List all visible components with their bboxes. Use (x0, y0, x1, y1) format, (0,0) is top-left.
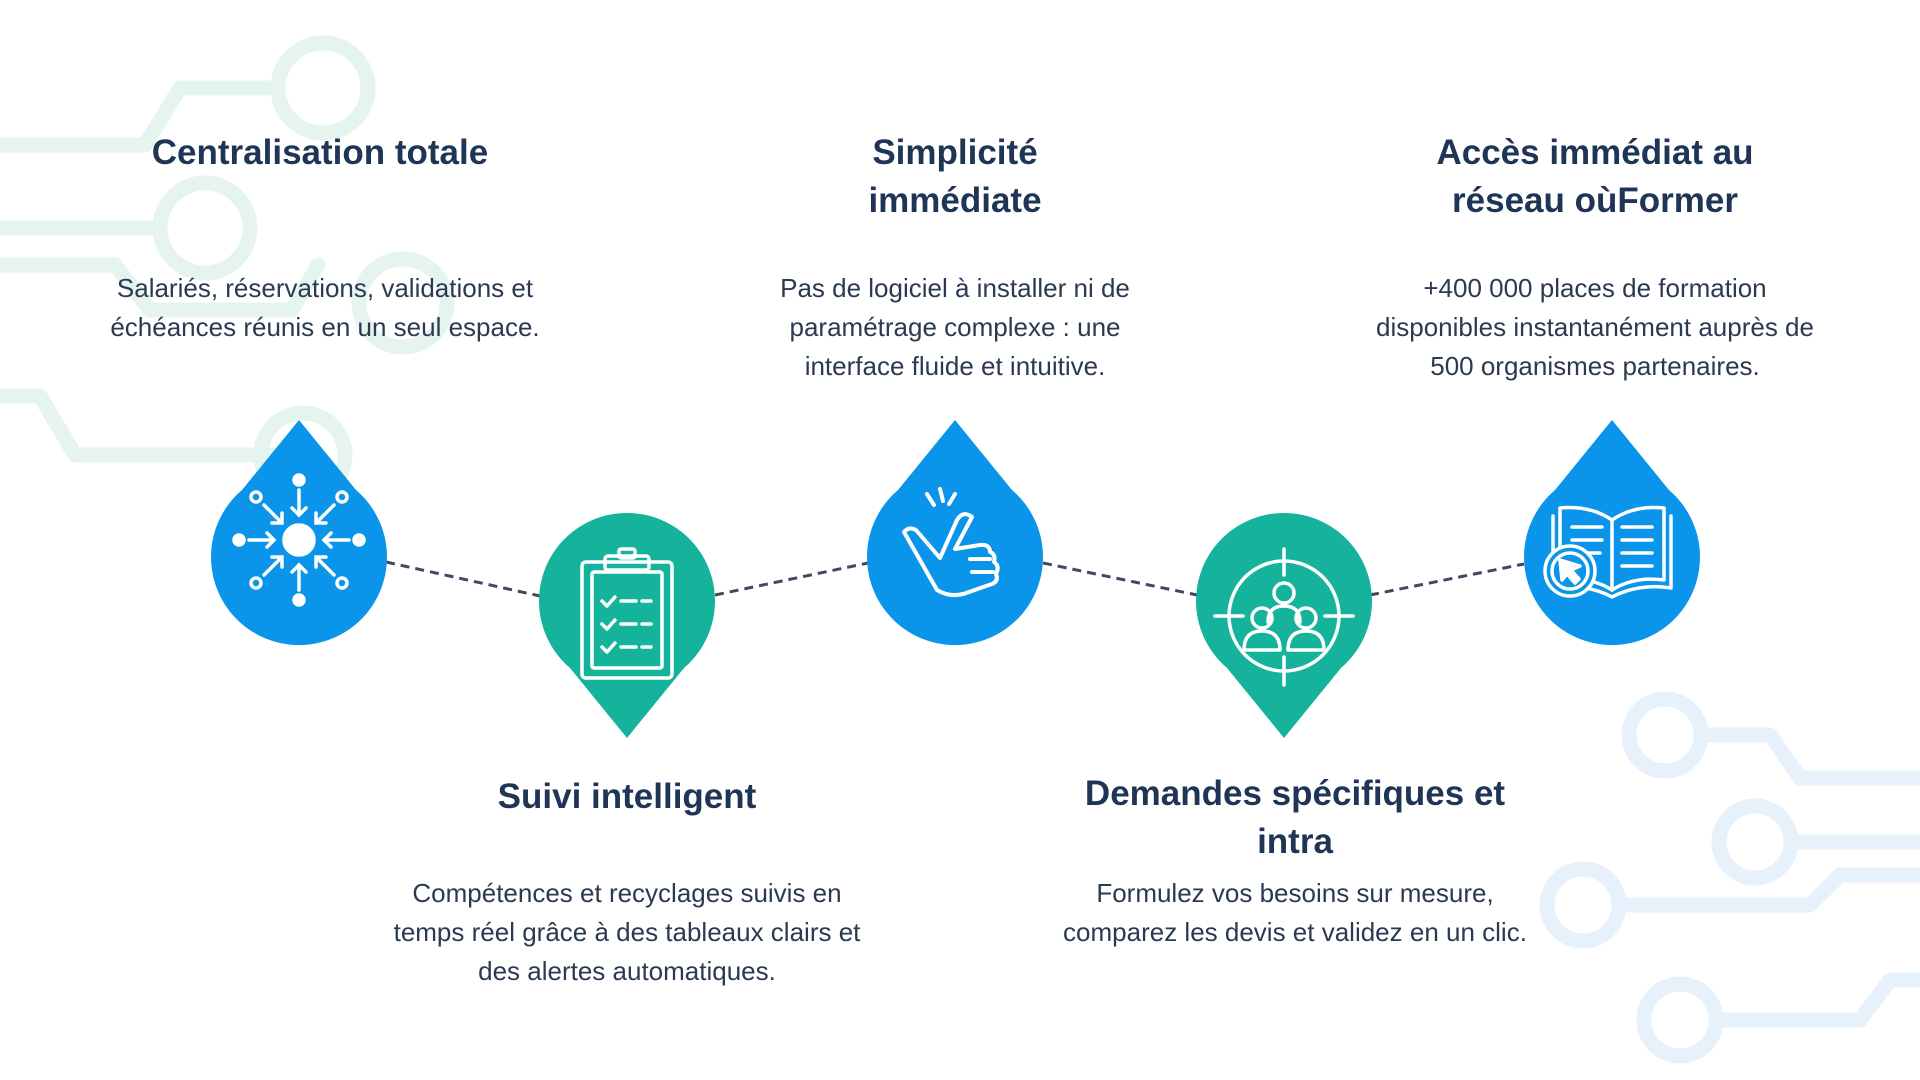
connector-1-2 (385, 560, 541, 598)
finger-snap-hand-icon (902, 487, 1000, 597)
marker-5 (1524, 420, 1701, 646)
checklist-clipboard-icon (580, 547, 674, 680)
marker-3 (867, 420, 1043, 646)
step-1-title: Centralisation totale (151, 133, 489, 172)
connector-4-5 (1369, 562, 1525, 597)
marker-4 (1196, 512, 1372, 738)
step-3-title: Simplicité immédiate (868, 133, 1042, 220)
connector-2-3 (714, 561, 869, 597)
step-2-description: Compétences et recyclages suivis en temp… (393, 878, 861, 986)
marker-1 (211, 420, 387, 646)
step-5-title: Accès immédiat au réseau oùFormer (1436, 133, 1754, 220)
connector-3-4 (1042, 561, 1198, 597)
open-book-cursor-icon (1543, 505, 1673, 599)
step-4-description: Formulez vos besoins sur mesure, compare… (1063, 878, 1527, 947)
step-1-description: Salariés, réservations, validations et é… (110, 273, 540, 342)
target-group-icon (1213, 547, 1355, 687)
marker-2 (539, 512, 716, 738)
step-2-title: Suivi intelligent (497, 777, 757, 816)
step-5-description: +400 000 places de formation disponibles… (1376, 273, 1814, 381)
step-4-title: Demandes spécifiques et intra (1084, 774, 1506, 861)
converging-arrows-icon (232, 473, 366, 607)
step-3-description: Pas de logiciel à installer ni de paramé… (780, 273, 1130, 381)
